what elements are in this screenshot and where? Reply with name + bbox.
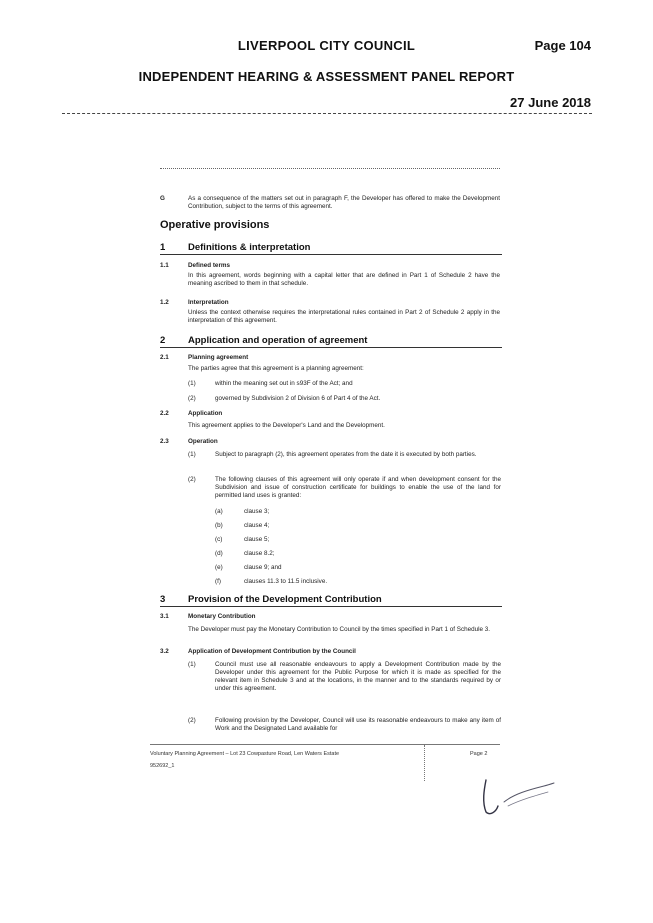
handwritten-initials-signature <box>483 779 555 815</box>
section-3-rule <box>160 606 502 607</box>
clause-2-2-number: 2.2 <box>160 410 169 417</box>
doc-footer-divider <box>424 745 425 781</box>
clause-2-2-text: This agreement applies to the Developer'… <box>188 422 385 429</box>
doc-footer-ref: 952692_1 <box>150 763 175 769</box>
clause-list-item-c-text: clause 5; <box>244 536 270 543</box>
clause-2-1-item-2-number: (2) <box>188 395 196 402</box>
clause-list-item-e-number: (e) <box>215 564 223 571</box>
section-2-rule <box>160 347 502 348</box>
section-1-title: Definitions & interpretation <box>188 242 311 253</box>
clause-list-item-f-number: (f) <box>215 578 221 585</box>
clause-list-item-b-text: clause 4; <box>244 522 270 529</box>
clause-2-3-title: Operation <box>188 438 218 445</box>
clause-1-2-title: Interpretation <box>188 299 229 306</box>
doc-footer-title: Voluntary Planning Agreement – Lot 23 Co… <box>150 751 340 757</box>
recital-text: As a consequence of the matters set out … <box>188 195 500 210</box>
clause-2-1-item-1-text: within the meaning set out in s93F of th… <box>215 380 353 387</box>
clause-1-1-text: In this agreement, words beginning with … <box>188 272 500 287</box>
clause-1-2-text: Unless the context otherwise requires th… <box>188 309 500 324</box>
clause-2-2-title: Application <box>188 410 223 417</box>
clause-3-2-number: 3.2 <box>160 648 169 655</box>
clause-list-item-a-text: clause 3; <box>244 508 270 515</box>
clause-2-3-number: 2.3 <box>160 438 169 445</box>
clause-list-item-f-text: clauses 11.3 to 11.5 inclusive. <box>244 578 328 585</box>
clause-2-1-text: The parties agree that this agreement is… <box>188 365 364 372</box>
clause-list-item-e-text: clause 9; and <box>244 564 282 571</box>
clause-3-2-item-2-text: Following provision by the Developer, Co… <box>215 717 501 732</box>
section-1-number: 1 <box>160 242 166 253</box>
clause-1-1-title: Defined terms <box>188 262 230 269</box>
recital-letter: G <box>160 195 165 202</box>
clause-1-2-number: 1.2 <box>160 299 169 306</box>
clause-list-item-d-text: clause 8.2; <box>244 550 275 557</box>
doc-footer-rule <box>150 744 500 745</box>
clause-3-1-number: 3.1 <box>160 613 169 620</box>
clause-3-1-text: The Developer must pay the Monetary Cont… <box>188 626 491 633</box>
clause-2-1-title: Planning agreement <box>188 354 249 361</box>
section-1-rule <box>160 254 502 255</box>
clause-2-3-item-1-number: (1) <box>188 451 196 458</box>
clause-list-item-c-number: (c) <box>215 536 223 543</box>
clause-list-item-b-number: (b) <box>215 522 223 529</box>
section-2-title: Application and operation of agreement <box>188 335 368 346</box>
clause-3-2-item-2-number: (2) <box>188 717 196 724</box>
section-3-number: 3 <box>160 594 166 605</box>
clause-3-2-item-1-text: Council must use all reasonable endeavou… <box>215 661 501 692</box>
clause-list-item-a-number: (a) <box>215 508 223 515</box>
page-number: Page 104 <box>534 38 591 53</box>
clause-3-2-title: Application of Development Contribution … <box>188 648 356 655</box>
clause-3-1-title: Monetary Contribution <box>188 613 256 620</box>
clause-3-2-item-1-number: (1) <box>188 661 196 668</box>
operative-heading: Operative provisions <box>160 219 270 231</box>
section-3-title: Provision of the Development Contributio… <box>188 594 382 605</box>
doc-top-divider <box>160 168 500 169</box>
report-date: 27 June 2018 <box>510 95 591 110</box>
clause-2-1-item-1-number: (1) <box>188 380 196 387</box>
section-2-number: 2 <box>160 335 166 346</box>
doc-footer-page: Page 2 <box>470 751 488 757</box>
clause-2-1-number: 2.1 <box>160 354 169 361</box>
clause-list-item-d-number: (d) <box>215 550 223 557</box>
header-divider <box>62 113 592 114</box>
council-name: LIVERPOOL CITY COUNCIL <box>237 38 416 53</box>
clause-2-3-item-2-text: The following clauses of this agreement … <box>215 476 501 499</box>
clause-2-3-item-2-number: (2) <box>188 476 196 483</box>
clause-2-1-item-2-text: governed by Subdivision 2 of Division 6 … <box>215 395 381 402</box>
report-title: INDEPENDENT HEARING & ASSESSMENT PANEL R… <box>138 69 515 84</box>
clause-2-3-item-1-text: Subject to paragraph (2), this agreement… <box>215 451 477 458</box>
clause-1-1-number: 1.1 <box>160 262 169 269</box>
